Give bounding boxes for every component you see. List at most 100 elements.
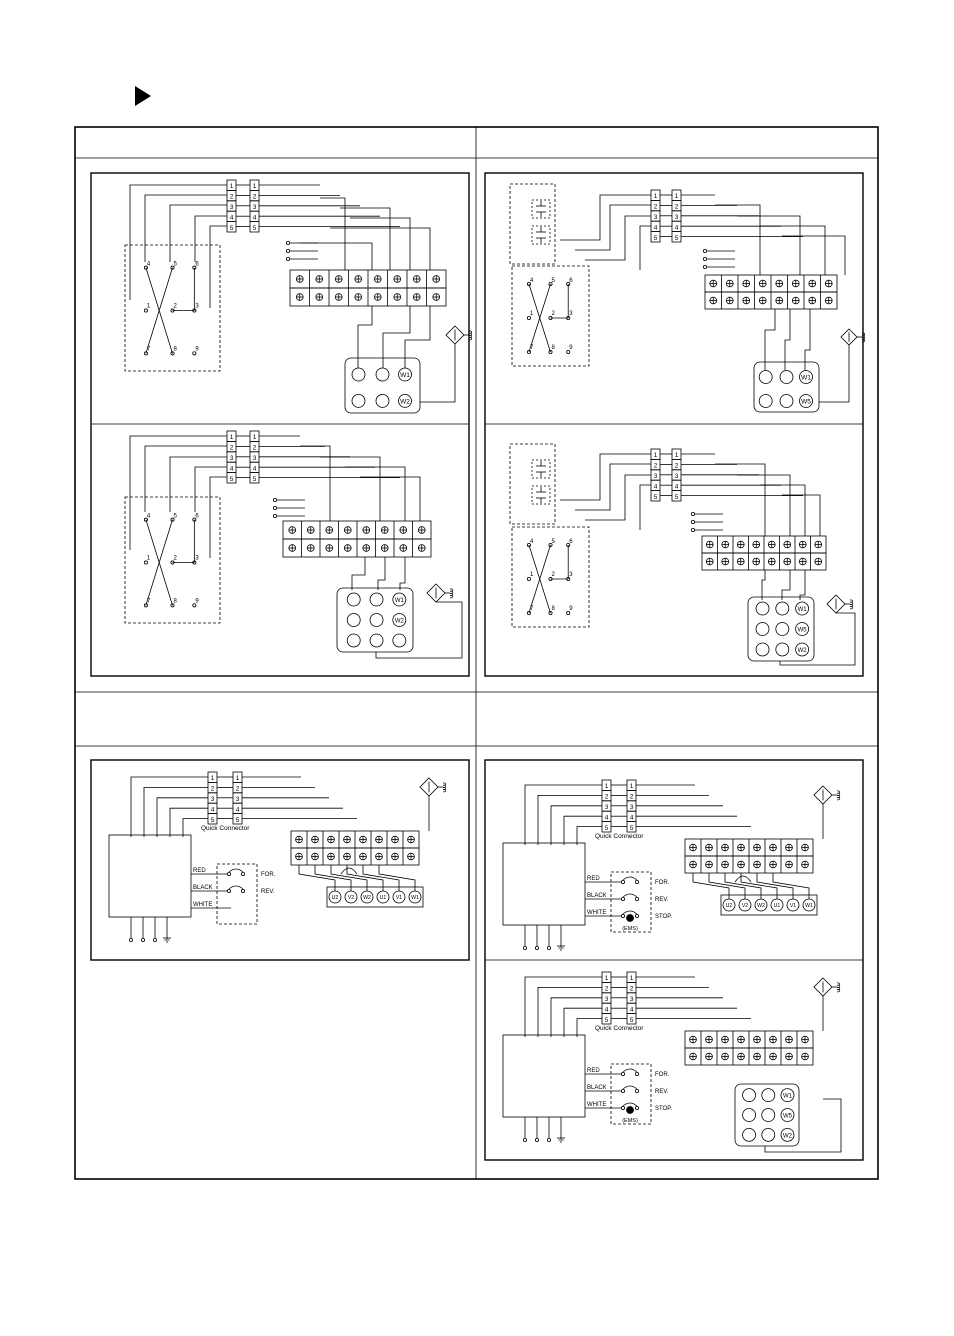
terminal-number: 2 [675, 204, 679, 211]
terminal-number: 2 [230, 194, 234, 201]
wire-color-label: WHITE [193, 902, 212, 908]
motor-terminal [392, 613, 407, 627]
switch-pin-label: 1 [147, 556, 151, 562]
terminal-number: 2 [605, 794, 609, 801]
switch-pin [143, 308, 148, 313]
switch-position-label: REV. [655, 897, 669, 903]
terminal-number: 1 [605, 975, 609, 982]
switch-pin-label: 6 [195, 514, 199, 520]
motor-terminal-w1 [799, 370, 813, 384]
controller-feed [576, 826, 602, 845]
motor-terminal [761, 1088, 776, 1103]
switch-feed [129, 435, 227, 550]
heater-coil [861, 339, 866, 343]
motor-terminal [779, 394, 794, 408]
switch-feed [129, 184, 227, 300]
terminal-wire [782, 235, 846, 275]
controller-feed [537, 987, 602, 1037]
switch-pin-label: 9 [195, 346, 199, 352]
terminal-number: 2 [253, 445, 257, 452]
terminal-wire [760, 225, 826, 275]
switch-contact [240, 889, 245, 894]
switch-feed [575, 204, 651, 251]
switch-pin-label: 2 [552, 572, 556, 578]
switch-arc [622, 1085, 638, 1090]
terminal-number: 5 [230, 225, 234, 232]
switch-pin-label: 3 [195, 556, 199, 562]
terminal-number: 5 [605, 825, 609, 832]
lead-tap [691, 528, 696, 533]
switch-contact [621, 897, 626, 902]
controller-feed [524, 784, 602, 845]
motor-label-w2: W5 [801, 399, 811, 406]
motor-terminal [795, 601, 810, 616]
switch-position-label: STOP. [655, 1106, 672, 1112]
outer-table-border [74, 126, 879, 1180]
switch-pin [143, 560, 148, 565]
switch-pin-label: 5 [552, 539, 556, 545]
motor-label: W1 [805, 903, 813, 909]
controller-feed [182, 818, 208, 837]
switch-pin-label: 1 [147, 304, 151, 310]
motor-lead [772, 873, 810, 899]
motor-terminal [758, 394, 773, 408]
play-triangle-icon [135, 86, 151, 106]
thermal-lead [420, 344, 456, 403]
switch-arc [228, 868, 244, 873]
switch-feed [144, 194, 227, 262]
motor-terminal [351, 367, 366, 382]
switch-feed [169, 204, 227, 262]
motor-terminal-box [753, 361, 820, 413]
switch-pin-label: 2 [552, 311, 556, 317]
controller-box [502, 842, 586, 926]
terminal-number: 3 [236, 796, 240, 803]
terminal-number: 3 [675, 473, 679, 480]
controller-feed [169, 807, 208, 837]
motor-lead [346, 865, 384, 891]
motor-label-w2: W2 [400, 398, 410, 405]
motor-terminal [779, 370, 794, 384]
wire-color-label: BLACK [587, 1085, 607, 1091]
switch-feed [209, 225, 227, 308]
power-terminal [523, 946, 528, 951]
motor-label: U1 [380, 895, 387, 901]
switch-pin-label: 8 [174, 346, 178, 352]
motor-terminal [742, 1088, 756, 1103]
motor-terminal [375, 367, 390, 382]
switch-pin-label: 6 [569, 539, 573, 545]
controller-box [108, 834, 192, 918]
motor-terminal [775, 622, 790, 636]
lead-tap [691, 520, 696, 525]
terminal-number: 5 [630, 1017, 634, 1024]
terminal-wire [320, 197, 346, 270]
switch-feed [169, 456, 227, 512]
terminal-number: 2 [236, 786, 240, 793]
switch-contact [635, 914, 640, 919]
capacitor-inner [531, 199, 551, 219]
terminal-number: 2 [654, 463, 658, 470]
motor-label: W2 [783, 1133, 793, 1139]
switch-position-label: FOR. [261, 872, 276, 878]
switch-pin-label: 9 [569, 606, 573, 612]
switch-pin-label: 6 [195, 262, 199, 268]
motor-terminal-box [747, 596, 815, 662]
switch-pin-label: 4 [147, 262, 151, 268]
terminal-number: 4 [654, 224, 658, 231]
wire-color-label: WHITE [587, 910, 606, 916]
terminal-number: 4 [230, 465, 234, 472]
switch-pin-label: 7 [147, 346, 151, 352]
motor-terminal [742, 1127, 756, 1142]
wire-color-label: BLACK [587, 893, 607, 899]
motor-label: W5 [798, 628, 808, 634]
motor-terminal-strip [720, 894, 818, 916]
terminal-number: 2 [630, 986, 634, 993]
terminal-number: 1 [654, 452, 658, 459]
motor-terminal [346, 592, 361, 607]
terminal-number: 4 [253, 465, 257, 472]
motor-label: V2 [742, 903, 748, 909]
wire-color-label: BLACK [193, 885, 213, 891]
motor-terminal [795, 642, 810, 657]
terminal-number: 1 [253, 434, 257, 441]
